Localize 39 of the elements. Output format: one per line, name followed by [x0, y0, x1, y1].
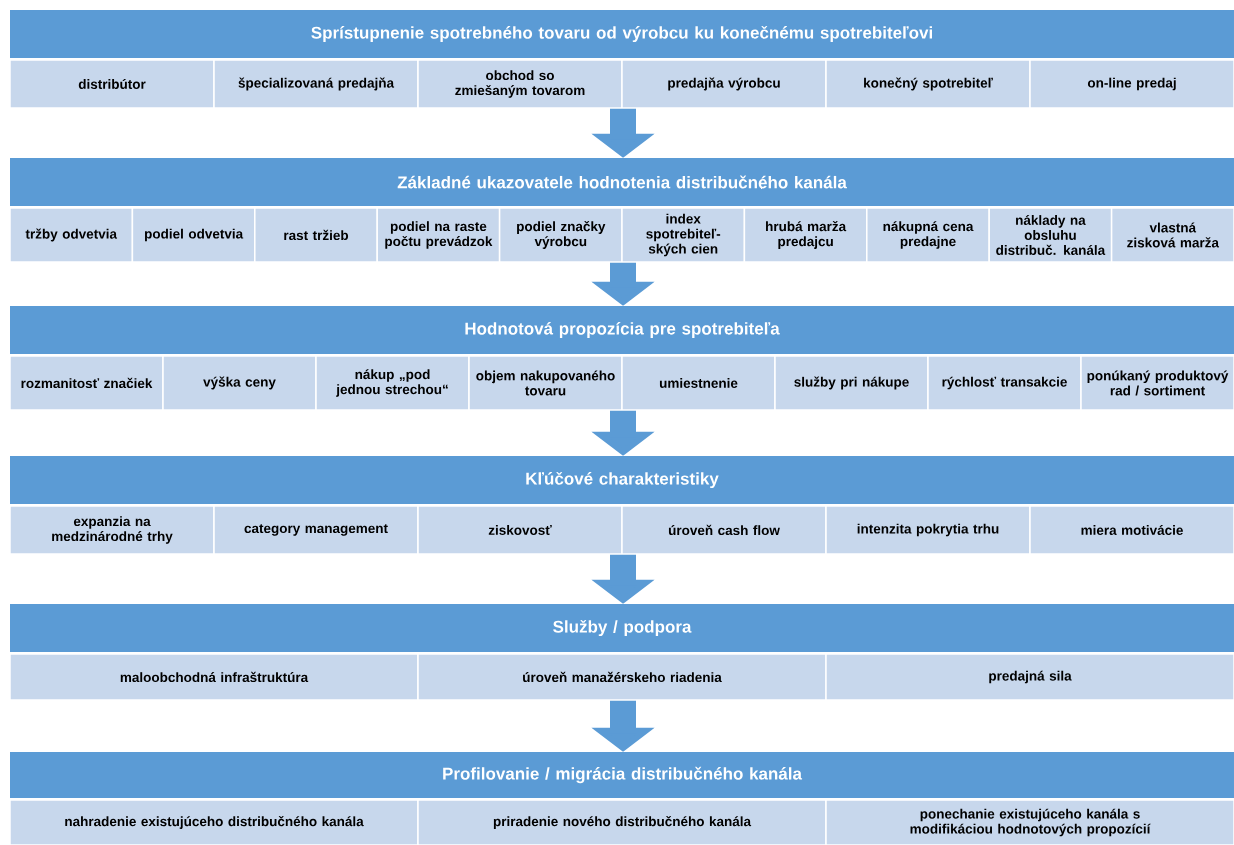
category-cell: konečný spotrebiteľ	[825, 59, 1031, 109]
category-cell: tržby odvetvia	[9, 207, 134, 263]
category-cell: podiel na raste počtu prevádzok	[376, 207, 501, 263]
category-cell: obchod so zmiešaným tovarom	[417, 59, 623, 109]
category-cell: hrubá marža predajcu	[743, 207, 868, 263]
category-cell: rýchlosť transakcie	[927, 355, 1082, 411]
category-cell: podiel odvetvia	[131, 207, 256, 263]
category-cell: úroveň manažérskeho riadenia	[417, 653, 827, 701]
category-cell: ponechanie existujúceho kanála s modifikáciou hodnotových propozícií	[825, 799, 1234, 845]
category-cell: ziskovosť	[417, 505, 623, 555]
category-cell: služby pri nákupe	[774, 355, 929, 411]
category-cell: ponúkaný produktový rad / sortiment	[1080, 355, 1234, 411]
category-cell: distribútor	[9, 59, 215, 109]
category-cell: priradenie nového distribučného kanála	[417, 799, 827, 845]
category-cell: vlastná zisková marža	[1110, 207, 1234, 263]
category-cell: náklady na obsluhu distribuč. kanála	[988, 207, 1113, 263]
category-cell: miera motivácie	[1029, 505, 1234, 555]
header-band: Sprístupnenie spotrebného tovaru od výrobcu ku konečnému spotrebiteľovi	[10, 10, 1234, 58]
category-cell: nahradenie existujúceho distribučného kanála	[9, 799, 419, 845]
category-cell: rast tržieb	[254, 207, 378, 263]
node-label: priradenie nového distribučného kanála	[493, 816, 752, 829]
category-cell: objem nakupovaného tovaru	[468, 355, 623, 411]
category-cell: predajná sila	[825, 653, 1234, 701]
category-cell: podiel značky výrobcu	[498, 207, 623, 263]
category-cell: maloobchodná infraštruktúra	[9, 653, 419, 701]
category-cell: rozmanitosť značiek	[9, 355, 164, 411]
category-cell: nákup „pod jednou strechou“	[315, 355, 470, 411]
category-cell: špecializovaná predajňa	[213, 59, 419, 109]
category-cell: intenzita pokrytia trhu	[825, 505, 1031, 555]
node-label: nahradenie existujúceho distribučného kanála	[65, 816, 364, 829]
category-cell: nákupná cena predajne	[866, 207, 990, 263]
category-cell: úroveň cash flow	[621, 505, 827, 555]
category-cell: výška ceny	[162, 355, 317, 411]
category-cell: umiestnenie	[621, 355, 776, 411]
category-cell: expanzia na medzinárodné trhy	[9, 505, 215, 555]
category-cell: on-line predaj	[1029, 59, 1234, 109]
category-cell: index spotrebiteľ-ských cien	[621, 207, 746, 263]
category-cell: predajňa výrobcu	[621, 59, 827, 109]
category-cell: category management	[213, 505, 419, 555]
